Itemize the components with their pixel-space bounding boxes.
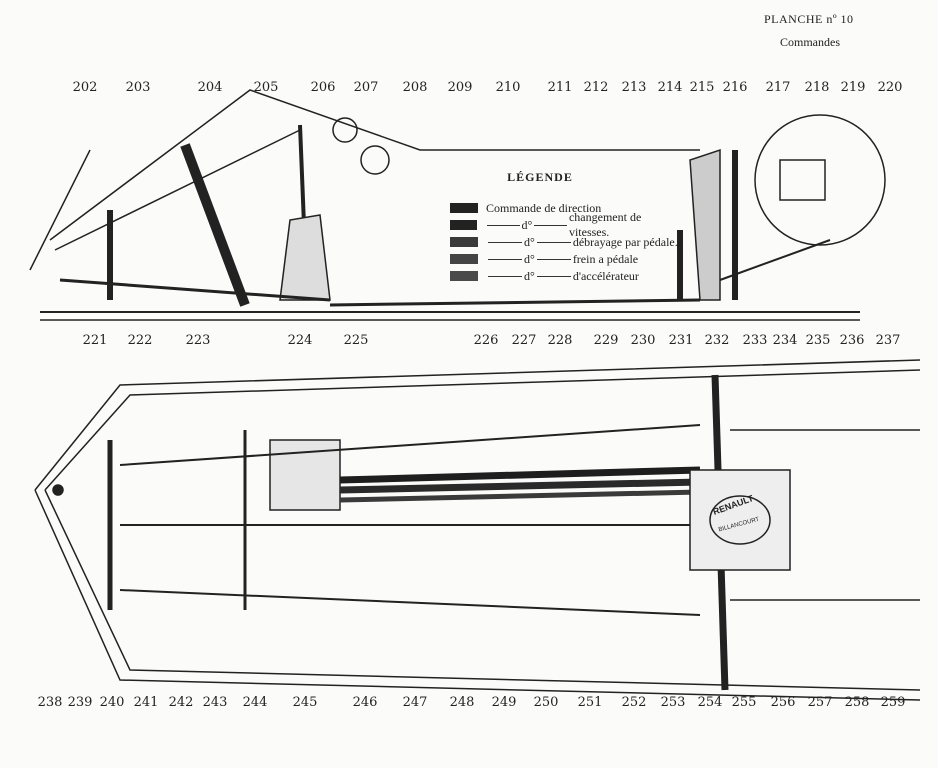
- callout-number: 225: [343, 333, 369, 348]
- callout-number: 231: [668, 333, 694, 348]
- ditto-mark: d°: [521, 217, 533, 232]
- callout-number: 257: [807, 695, 833, 710]
- legend-swatch: [450, 271, 478, 281]
- callout-number: 234: [772, 333, 798, 348]
- callout-number: 215: [689, 80, 715, 95]
- legend-swatch: [450, 203, 478, 213]
- callout-number: 229: [593, 333, 619, 348]
- callout-number: 209: [447, 80, 473, 95]
- legend-item-direction: Commande de direction: [450, 200, 680, 216]
- callout-number: 222: [127, 333, 153, 348]
- callout-number: 246: [352, 695, 378, 710]
- legend: LÉGENDE Commande de direction d° changem…: [450, 170, 680, 284]
- callout-number: 208: [402, 80, 428, 95]
- callout-number: 230: [630, 333, 656, 348]
- callout-number: 250: [533, 695, 559, 710]
- callout-number: 248: [449, 695, 475, 710]
- callout-number: 224: [287, 333, 313, 348]
- callout-number: 227: [511, 333, 537, 348]
- callout-number: 255: [731, 695, 757, 710]
- callout-number: 247: [402, 695, 428, 710]
- callout-number: 256: [770, 695, 796, 710]
- callout-number: 245: [292, 695, 318, 710]
- callout-number: 236: [839, 333, 865, 348]
- callout-number: 214: [657, 80, 683, 95]
- callout-number: 207: [353, 80, 379, 95]
- legend-title: LÉGENDE: [507, 170, 573, 184]
- legend-swatch: [450, 254, 478, 264]
- callout-number: 220: [877, 80, 903, 95]
- legend-label: d'accélérateur: [572, 268, 639, 283]
- callout-number: 243: [202, 695, 228, 710]
- callout-number: 239: [67, 695, 93, 710]
- callout-number: 219: [840, 80, 866, 95]
- callout-number: 221: [82, 333, 108, 348]
- callout-number: 212: [583, 80, 609, 95]
- ditto-mark: d°: [524, 251, 535, 266]
- ditto-mark: d°: [524, 268, 535, 283]
- callout-number: 205: [253, 80, 279, 95]
- callout-number: 233: [742, 333, 768, 348]
- legend-label: changement de vitesses.: [568, 210, 642, 239]
- legend-swatch: [450, 220, 477, 230]
- legend-item-brake: d° frein a pédale: [450, 251, 680, 267]
- side-elevation: [29, 89, 886, 321]
- callout-number: 228: [547, 333, 573, 348]
- callout-number: 251: [577, 695, 603, 710]
- callout-number: 216: [722, 80, 748, 95]
- legend-item-clutch: d° débrayage par pédale.: [450, 234, 680, 250]
- callout-number: 226: [473, 333, 499, 348]
- callout-number: 213: [621, 80, 647, 95]
- callout-number: 249: [491, 695, 517, 710]
- legend-label: frein a pédale: [572, 251, 639, 266]
- callout-number: 232: [704, 333, 730, 348]
- callout-number: 237: [875, 333, 901, 348]
- callout-number: 240: [99, 695, 125, 710]
- callout-number: 241: [133, 695, 159, 710]
- callout-number: 223: [185, 333, 211, 348]
- callout-number: 253: [660, 695, 686, 710]
- legend-label: débrayage par pédale.: [572, 234, 678, 249]
- callout-number: 218: [804, 80, 830, 95]
- plate-number: PLANCHE nº 10: [764, 12, 854, 26]
- callout-number: 258: [844, 695, 870, 710]
- callout-number: 211: [547, 80, 573, 95]
- callout-number: 206: [310, 80, 336, 95]
- callout-number: 203: [125, 80, 151, 95]
- callout-number: 202: [72, 80, 98, 95]
- callout-number: 235: [805, 333, 831, 348]
- legend-item-gear-change: d° changement de vitesses.: [450, 210, 680, 239]
- callout-number: 254: [697, 695, 723, 710]
- callout-number: 204: [197, 80, 223, 95]
- ditto-mark: d°: [524, 234, 535, 249]
- callout-number: 259: [880, 695, 906, 710]
- callout-number: 238: [37, 695, 63, 710]
- plate-title: Commandes: [780, 35, 840, 49]
- legend-item-accelerator: d° d'accélérateur: [450, 268, 680, 284]
- callout-number: 244: [242, 695, 268, 710]
- callout-number: 217: [765, 80, 791, 95]
- callout-number: 210: [495, 80, 521, 95]
- plan-view: [34, 359, 921, 701]
- callout-number: 252: [621, 695, 647, 710]
- callout-number: 242: [168, 695, 194, 710]
- legend-swatch: [450, 237, 478, 247]
- legend-label: Commande de direction: [486, 200, 602, 215]
